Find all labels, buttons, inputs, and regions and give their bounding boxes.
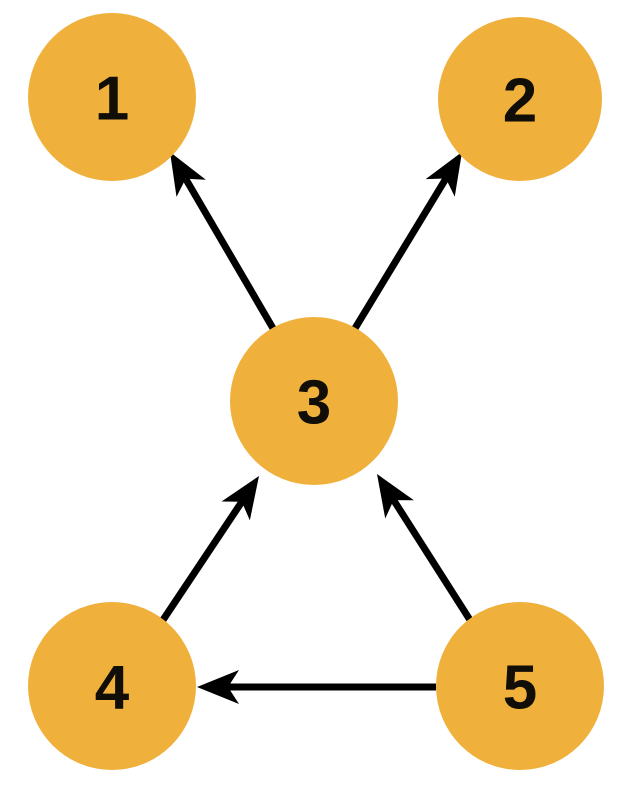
edge-3-to-1-arrowhead [170, 152, 206, 197]
node-3-label: 3 [297, 369, 331, 438]
edge-3-to-1-line [182, 177, 278, 332]
node-4-label: 4 [95, 654, 130, 723]
edge-5-to-3[interactable] [377, 474, 473, 622]
node-1-label: 1 [95, 65, 129, 134]
edge-3-to-2-line [351, 176, 449, 332]
node-2-circle [438, 17, 602, 181]
node-layer: 1 2 3 4 5 [28, 13, 604, 770]
edge-3-to-2[interactable] [351, 152, 462, 332]
node-4-circle [28, 602, 196, 770]
node-5[interactable]: 5 [436, 602, 604, 770]
node-3[interactable]: 3 [230, 317, 398, 485]
edge-4-to-3[interactable] [160, 476, 259, 622]
edge-layer [160, 152, 473, 704]
edge-4-to-3-line [160, 499, 245, 622]
edge-3-to-2-arrowhead [425, 152, 462, 197]
edge-5-to-3-line [390, 498, 473, 622]
edge-4-to-3-arrowhead [221, 476, 259, 521]
node-1[interactable]: 1 [28, 13, 196, 181]
node-1-circle [28, 13, 196, 181]
edge-3-to-1[interactable] [170, 152, 278, 332]
node-5-circle [436, 602, 604, 770]
edge-5-to-4-arrowhead [197, 670, 239, 704]
node-2[interactable]: 2 [438, 17, 602, 181]
node-3-circle [230, 317, 398, 485]
node-4[interactable]: 4 [28, 602, 196, 770]
node-2-label: 2 [503, 67, 537, 136]
edge-5-to-4[interactable] [197, 670, 436, 704]
edge-5-to-3-arrowhead [377, 474, 414, 519]
node-5-label: 5 [503, 654, 537, 723]
